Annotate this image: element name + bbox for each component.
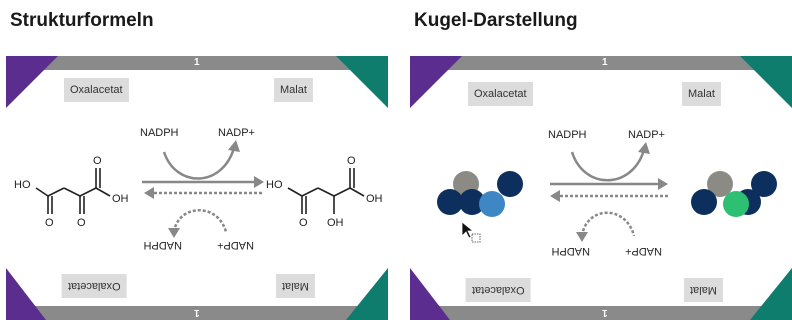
ball-carbon [707, 171, 733, 197]
cofactor-label: NADP+ [218, 127, 255, 139]
atom-label: O [77, 217, 86, 229]
label-malat-flipped: Malat [684, 278, 723, 302]
atom-label: OH [327, 217, 344, 229]
corner-teal-bottom [346, 268, 388, 320]
corner-purple-bottom [410, 268, 450, 320]
corner-teal-bottom [750, 268, 792, 320]
atom-label: HO [266, 179, 283, 191]
cofactor-curve [570, 149, 646, 182]
reaction-arrows [142, 140, 264, 238]
cursor-arrow-icon [461, 221, 481, 243]
reverse-arrowhead [144, 187, 154, 199]
atom-label: HO [14, 179, 31, 191]
atom-label: O [93, 155, 102, 167]
reverse-arrowhead [550, 190, 560, 202]
cofactor-curve-reverse [580, 211, 636, 237]
label-oxalacetat-flipped: Oxalacetat [62, 274, 127, 298]
label-malat: Malat [682, 82, 721, 106]
top-bar-number: 1 [602, 57, 608, 68]
label-malat: Malat [274, 78, 313, 102]
cofactor-label: NADP+ [628, 129, 665, 141]
reaction-arrows [550, 142, 668, 242]
cofactor-label: NADPH [140, 127, 179, 139]
atom-label: O [45, 217, 54, 229]
cofactor-curve-reverse-arrowhead [168, 228, 180, 238]
panel-heading: Strukturformeln [10, 10, 154, 31]
bottom-bar-number: 1 [602, 307, 608, 318]
label-oxalacetat-flipped: Oxalacetat [466, 278, 531, 302]
panel-heading: Kugel-Darstellung [414, 10, 578, 31]
label-oxalacetat: Oxalacetat [468, 82, 533, 106]
oxalacetat-structure [35, 168, 111, 214]
reaction-card[interactable]: HO OH O O O HO OH OH O O [6, 56, 388, 320]
top-bar [6, 56, 388, 70]
label-oxalacetat: Oxalacetat [64, 78, 129, 102]
cofactor-curve-arrowhead [228, 140, 240, 152]
top-bar-number: 1 [194, 57, 200, 68]
ball-oxygen [751, 171, 777, 197]
cofactor-curve-reverse [172, 209, 228, 233]
atom-label: OH [366, 193, 383, 205]
ball-oxygen [691, 189, 717, 215]
cofactor-curve [162, 147, 236, 180]
cofactor-label-flipped: NADP+ [625, 245, 662, 257]
cofactor-label: NADPH [548, 129, 587, 141]
corner-purple-top [410, 56, 462, 108]
forward-arrowhead [254, 176, 264, 188]
ball-keto [479, 191, 505, 217]
card-frame: NADPH NADP+ NADPH NADP+ [410, 56, 792, 320]
ball-oxygen [497, 171, 523, 197]
cofactor-label-flipped: NADPH [551, 245, 590, 257]
oxalacetat-ball-model [437, 171, 523, 217]
card-frame: HO OH O O O HO OH OH O O [6, 56, 388, 320]
corner-purple-bottom [6, 268, 46, 320]
bottom-bar-number: 1 [194, 307, 200, 318]
label-malat-flipped: Malat [276, 274, 315, 298]
corner-purple-top [6, 56, 58, 108]
malat-ball-model [691, 171, 777, 217]
cofactor-curve-reverse-arrowhead [576, 232, 588, 242]
ball-oxygen [459, 189, 485, 215]
panel-kugel-darstellung: Kugel-Darstellung [410, 0, 792, 320]
corner-teal-top [336, 56, 388, 108]
atom-label: O [347, 155, 356, 167]
bottom-bar [410, 306, 792, 320]
reaction-card[interactable]: NADPH NADP+ NADPH NADP+ 1 1 Oxalacetat M… [410, 56, 792, 320]
cofactor-label-flipped: NADP+ [217, 239, 254, 251]
malat-structure [287, 168, 365, 214]
cofactor-label-flipped: NADPH [143, 239, 182, 251]
bottom-bar [6, 306, 388, 320]
ball-oxygen [437, 189, 463, 215]
top-bar [410, 56, 792, 70]
panel-strukturformeln: Strukturformeln HO [6, 0, 388, 320]
ball-hydroxyl [723, 191, 749, 217]
cofactor-curve-arrowhead [638, 142, 650, 154]
atom-label: OH [112, 193, 129, 205]
corner-teal-top [740, 56, 792, 108]
atom-label: O [299, 217, 308, 229]
forward-arrowhead [658, 178, 668, 190]
